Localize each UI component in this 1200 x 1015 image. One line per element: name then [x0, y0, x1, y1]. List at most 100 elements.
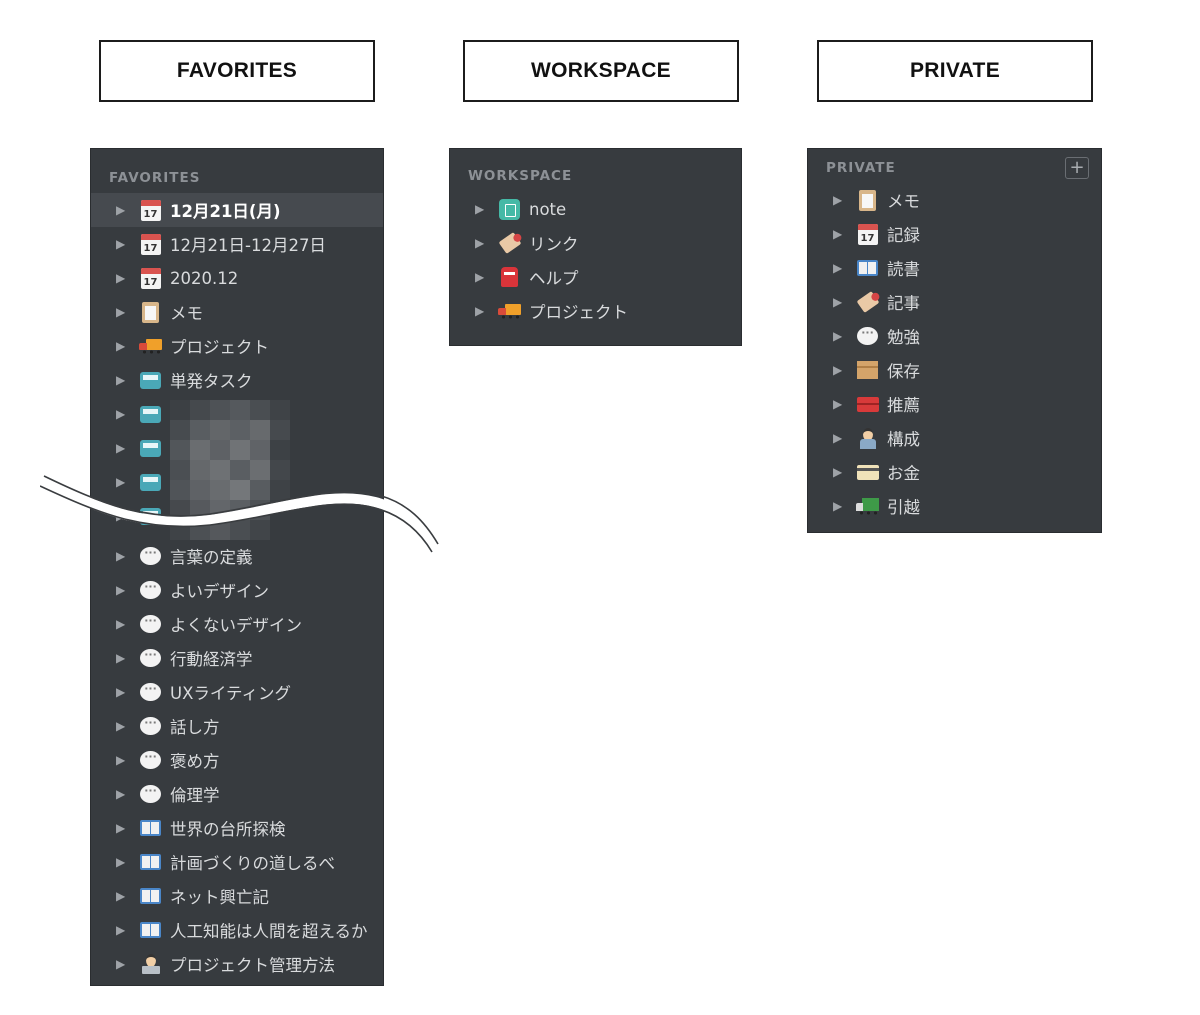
sidebar-item-help[interactable]: ▶ ヘルプ: [450, 260, 741, 294]
expand-caret-icon[interactable]: ▶: [116, 753, 126, 767]
expand-caret-icon[interactable]: ▶: [833, 397, 843, 411]
add-page-button[interactable]: +: [1065, 157, 1089, 179]
speech-bubble-icon: ···: [139, 749, 162, 772]
sidebar-item-label: 世界の台所探検: [170, 820, 286, 839]
sidebar-item-memo[interactable]: ▶ メモ: [91, 295, 383, 329]
sidebar-item-project-management[interactable]: ▶ プロジェクト管理方法: [91, 947, 383, 981]
sidebar-item-article[interactable]: ▶ 記事: [808, 285, 1101, 319]
private-sidebar: PRIVATE + ▶ メモ ▶ 17 記録 ▶ 読書 ▶ 記事: [807, 148, 1102, 533]
sidebar-item-label: 構成: [887, 430, 920, 449]
sidebar-item-label: 勉強: [887, 328, 920, 347]
sidebar-item-money[interactable]: ▶ お金: [808, 455, 1101, 489]
sidebar-item-word-definitions[interactable]: ▶ ··· 言葉の定義: [91, 539, 383, 573]
expand-caret-icon[interactable]: ▶: [475, 270, 485, 284]
calendar-icon: 17: [139, 233, 162, 256]
sidebar-item-save[interactable]: ▶ 保存: [808, 353, 1101, 387]
open-book-icon: [856, 257, 879, 280]
sidebar-item-label: 記事: [887, 294, 920, 313]
pixelated-redaction: [170, 400, 290, 540]
sidebar-item-composition[interactable]: ▶ 構成: [808, 421, 1101, 455]
expand-caret-icon[interactable]: ▶: [833, 465, 843, 479]
technologist-icon: [139, 953, 162, 976]
expand-caret-icon[interactable]: ▶: [116, 719, 126, 733]
expand-caret-icon[interactable]: ▶: [475, 202, 485, 216]
expand-caret-icon[interactable]: ▶: [833, 431, 843, 445]
sidebar-item-bad-design[interactable]: ▶ ··· よくないデザイン: [91, 607, 383, 641]
sidebar-item-label: 保存: [887, 362, 920, 381]
expand-caret-icon[interactable]: ▶: [116, 237, 126, 251]
workspace-header: WORKSPACE: [463, 40, 739, 102]
sidebar-item-project[interactable]: ▶ プロジェクト: [450, 294, 741, 328]
sidebar-item-label: 読書: [887, 260, 920, 279]
private-list: ▶ メモ ▶ 17 記録 ▶ 読書 ▶ 記事 ▶ ···: [808, 183, 1101, 523]
sidebar-item-label: 計画づくりの道しるべ: [170, 854, 335, 873]
expand-caret-icon[interactable]: ▶: [833, 227, 843, 241]
sidebar-item-ai-book[interactable]: ▶ 人工知能は人間を超えるか: [91, 913, 383, 947]
workspace-sidebar: WORKSPACE ▶ note ▶ リンク ▶ ヘルプ ▶ プロジェクト: [449, 148, 742, 346]
expand-caret-icon[interactable]: ▶: [116, 475, 126, 489]
expand-caret-icon[interactable]: ▶: [833, 261, 843, 275]
sidebar-item-good-design[interactable]: ▶ ··· よいデザイン: [91, 573, 383, 607]
expand-caret-icon[interactable]: ▶: [116, 305, 126, 319]
expand-caret-icon[interactable]: ▶: [833, 329, 843, 343]
calendar-icon: 17: [139, 267, 162, 290]
expand-caret-icon[interactable]: ▶: [116, 685, 126, 699]
sidebar-item-month[interactable]: ▶ 17 2020.12: [91, 261, 383, 295]
expand-caret-icon[interactable]: ▶: [116, 271, 126, 285]
speech-bubble-icon: ···: [139, 783, 162, 806]
expand-caret-icon[interactable]: ▶: [116, 617, 126, 631]
expand-caret-icon[interactable]: ▶: [833, 193, 843, 207]
sidebar-item-memo[interactable]: ▶ メモ: [808, 183, 1101, 217]
open-book-icon: [139, 885, 162, 908]
sidebar-item-planning-guide[interactable]: ▶ 計画づくりの道しるべ: [91, 845, 383, 879]
speech-bubble-icon: ···: [856, 325, 879, 348]
expand-caret-icon[interactable]: ▶: [116, 651, 126, 665]
sidebar-item-study[interactable]: ▶ ··· 勉強: [808, 319, 1101, 353]
expand-caret-icon[interactable]: ▶: [116, 855, 126, 869]
expand-caret-icon[interactable]: ▶: [475, 236, 485, 250]
sidebar-item-moving[interactable]: ▶ 引越: [808, 489, 1101, 523]
sidebar-item-how-to-praise[interactable]: ▶ ··· 褒め方: [91, 743, 383, 777]
expand-caret-icon[interactable]: ▶: [116, 407, 126, 421]
expand-caret-icon[interactable]: ▶: [116, 787, 126, 801]
expand-caret-icon[interactable]: ▶: [116, 549, 126, 563]
sidebar-item-link[interactable]: ▶ リンク: [450, 226, 741, 260]
sidebar-item-ux-writing[interactable]: ▶ ··· UXライティング: [91, 675, 383, 709]
sidebar-item-week[interactable]: ▶ 17 12月21日-12月27日: [91, 227, 383, 261]
expand-caret-icon[interactable]: ▶: [116, 923, 126, 937]
sidebar-item-label: プロジェクト管理方法: [170, 956, 335, 975]
expand-caret-icon[interactable]: ▶: [116, 583, 126, 597]
sidebar-item-recommend[interactable]: ▶ 推薦: [808, 387, 1101, 421]
expand-caret-icon[interactable]: ▶: [833, 295, 843, 309]
sidebar-item-hidden[interactable]: ▶: [91, 465, 383, 499]
expand-caret-icon[interactable]: ▶: [116, 339, 126, 353]
expand-caret-icon[interactable]: ▶: [116, 889, 126, 903]
sidebar-item-net-history[interactable]: ▶ ネット興亡記: [91, 879, 383, 913]
sidebar-item-2020-12-21[interactable]: ▶ 17 12月21日(月): [91, 193, 383, 227]
sidebar-item-hidden[interactable]: ▶: [91, 397, 383, 431]
sidebar-item-ethics[interactable]: ▶ ··· 倫理学: [91, 777, 383, 811]
speech-bubble-icon: ···: [139, 681, 162, 704]
calendar-tearoff-icon: 17: [139, 199, 162, 222]
speech-bubble-icon: ···: [139, 715, 162, 738]
expand-caret-icon[interactable]: ▶: [116, 957, 126, 971]
expand-caret-icon[interactable]: ▶: [475, 304, 485, 318]
expand-caret-icon[interactable]: ▶: [833, 363, 843, 377]
expand-caret-icon[interactable]: ▶: [116, 441, 126, 455]
sidebar-item-single-task[interactable]: ▶ 単発タスク: [91, 363, 383, 397]
toolbox-icon: [856, 393, 879, 416]
sidebar-item-hidden[interactable]: ▶: [91, 431, 383, 465]
speech-bubble-icon: ···: [139, 613, 162, 636]
favorites-sidebar: FAVORITES ▶ 17 12月21日(月) ▶ 17 12月21日-12月…: [90, 148, 384, 986]
expand-caret-icon[interactable]: ▶: [116, 373, 126, 387]
sidebar-item-reading[interactable]: ▶ 読書: [808, 251, 1101, 285]
sidebar-item-record[interactable]: ▶ 17 記録: [808, 217, 1101, 251]
expand-caret-icon[interactable]: ▶: [116, 821, 126, 835]
expand-caret-icon[interactable]: ▶: [116, 203, 126, 217]
sidebar-item-how-to-speak[interactable]: ▶ ··· 話し方: [91, 709, 383, 743]
expand-caret-icon[interactable]: ▶: [833, 499, 843, 513]
sidebar-item-note[interactable]: ▶ note: [450, 192, 741, 226]
sidebar-item-world-kitchens[interactable]: ▶ 世界の台所探検: [91, 811, 383, 845]
sidebar-item-project[interactable]: ▶ プロジェクト: [91, 329, 383, 363]
sidebar-item-behavioral-economics[interactable]: ▶ ··· 行動経済学: [91, 641, 383, 675]
